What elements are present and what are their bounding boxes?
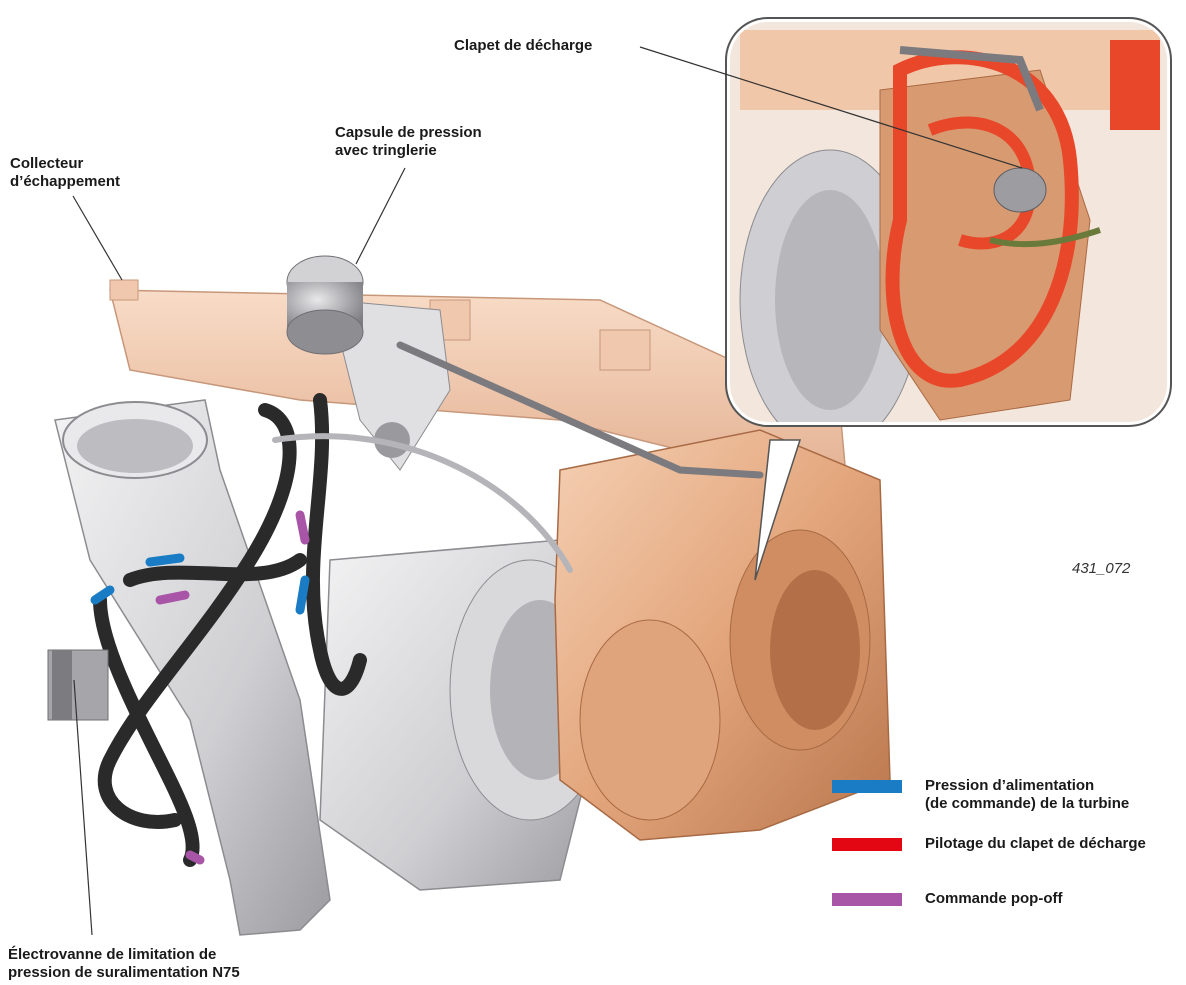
label-capsule-de-pression: Capsule de pression avec tringlerie bbox=[335, 124, 482, 160]
turbine-housing bbox=[555, 430, 890, 840]
label-electrovanne-n75: Électrovanne de limitation de pression d… bbox=[8, 946, 240, 982]
figure-id: 431_072 bbox=[1072, 560, 1130, 577]
legend-label: Commande pop-off bbox=[925, 890, 1062, 908]
legend-label: Pilotage du clapet de décharge bbox=[925, 835, 1146, 853]
leader-collecteur bbox=[73, 196, 122, 280]
legend-label: Pression d’alimentation (de commande) de… bbox=[925, 777, 1129, 813]
label-clapet-de-decharge: Clapet de décharge bbox=[454, 37, 592, 55]
label-collecteur-echappement: Collecteur d’échappement bbox=[10, 155, 120, 191]
leader-capsule bbox=[356, 168, 405, 264]
legend-swatch-red bbox=[832, 838, 902, 851]
legend-swatch-purple bbox=[832, 893, 902, 906]
legend-swatch-blue bbox=[832, 780, 902, 793]
solenoid-valve bbox=[48, 650, 108, 720]
